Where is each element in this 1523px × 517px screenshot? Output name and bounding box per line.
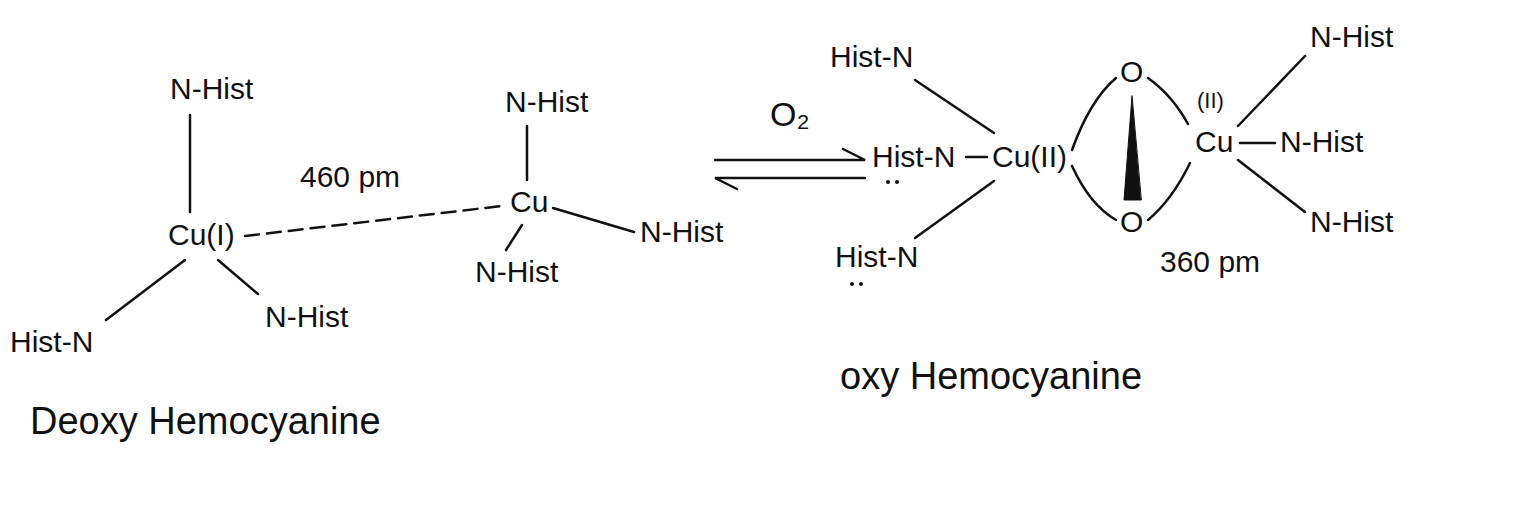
bond-line: [553, 208, 634, 232]
bond-line: [1238, 56, 1305, 126]
bond-line: [1072, 78, 1116, 150]
bond-line: [189, 115, 192, 212]
bond-line: [1148, 163, 1190, 220]
lone-pair: [850, 282, 854, 286]
bond-line: [1148, 78, 1188, 124]
bond-line: [966, 156, 987, 159]
cu-cu-distance: [245, 206, 502, 236]
species-name: oxy Hemocyanine: [840, 355, 1142, 399]
peroxide-wedge: [1124, 96, 1141, 200]
ligand-label: Hist-N: [835, 240, 918, 275]
ligand-label: Hist-N: [10, 325, 93, 360]
bond-line: [1072, 166, 1116, 220]
reverse-arrow: [715, 178, 865, 189]
ligand-label: N-Hist: [640, 215, 723, 250]
ligand-label: Hist-N: [872, 140, 955, 175]
metal-label: Cu: [1195, 125, 1233, 160]
bond-line: [915, 181, 994, 238]
lone-pair: [886, 180, 890, 184]
bond-line: [526, 126, 529, 180]
bond-line: [915, 80, 994, 133]
lone-pair: [895, 180, 899, 184]
forward-arrow: [715, 149, 865, 160]
bond-line: [1238, 160, 1305, 212]
bond-line: [218, 260, 258, 294]
ligand-label: Hist-N: [830, 40, 913, 75]
ligand-label: N-Hist: [1280, 125, 1363, 160]
species-name: Deoxy Hemocyanine: [30, 400, 381, 444]
ligand-label: N-Hist: [170, 72, 253, 107]
ligand-label: N-Hist: [505, 85, 588, 120]
metal-label: Cu: [510, 185, 548, 220]
bond-line: [1240, 142, 1275, 145]
ligand-label: N-Hist: [1310, 20, 1393, 55]
ligand-label: N-Hist: [475, 255, 558, 290]
bond-line: [506, 225, 522, 250]
oxygen-atom: O: [1120, 205, 1143, 240]
oxygen-atom: O: [1120, 55, 1143, 90]
ligand-label: N-Hist: [265, 300, 348, 335]
metal-label: Cu(I): [168, 218, 235, 253]
lone-pair: [859, 282, 863, 286]
distance-label: 460 pm: [300, 160, 400, 195]
distance-label: 360 pm: [1160, 245, 1260, 280]
reagent-label: O₂: [770, 95, 810, 134]
oxidation-state: (II): [1197, 88, 1224, 113]
ligand-label: N-Hist: [1310, 205, 1393, 240]
metal-label: Cu(II): [992, 140, 1067, 175]
bond-line: [106, 260, 185, 320]
